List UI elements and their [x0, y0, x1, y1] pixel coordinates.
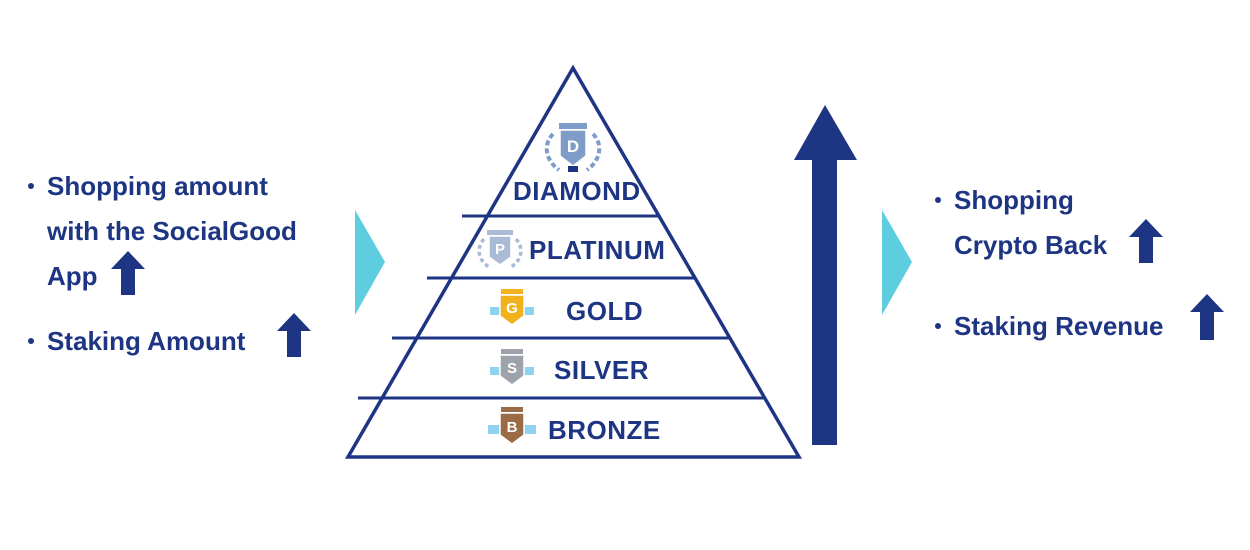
bullet-line: Staking Amount [47, 326, 246, 356]
up-arrow-icon [277, 313, 311, 357]
bullet-text: Staking Amount [47, 319, 245, 364]
up-arrow-icon [111, 251, 145, 295]
pyramid [344, 64, 803, 459]
silver-badge-icon: S [490, 349, 534, 386]
bullet-line: Staking Revenue [954, 311, 1164, 341]
tier-label-silver: SILVER [554, 355, 649, 385]
bullet-dot [935, 323, 941, 329]
gold-badge-icon: G [490, 289, 534, 326]
up-arrow-icon [1190, 294, 1224, 340]
badge-letter: G [506, 300, 518, 317]
tier-label-bronze: BRONZE [548, 415, 661, 445]
bullet-line: Crypto Back [954, 230, 1108, 260]
tier-label-diamond: DIAMOND [513, 176, 641, 206]
bullet-text: Shopping Crypto Back [954, 178, 1107, 268]
badge-letter: P [495, 241, 505, 258]
tier-label-platinum: PLATINUM [529, 235, 666, 265]
badge-letter: S [507, 360, 517, 377]
bullet-dot [28, 338, 34, 344]
tier-label-gold: GOLD [566, 296, 644, 326]
big-up-arrow-icon [794, 105, 857, 445]
platinum-badge-icon: P [477, 230, 523, 269]
bullet-line: Shopping [954, 185, 1074, 215]
bullet-line: Shopping amount [47, 171, 268, 201]
up-arrow-icon [1129, 219, 1163, 263]
bullet-dot [28, 183, 34, 189]
bronze-badge-icon: B [488, 407, 536, 445]
bullet-text: Staking Revenue [954, 304, 1164, 349]
diamond-badge-icon: D [544, 123, 602, 172]
right-chevron-icon [882, 210, 912, 315]
badge-letter: D [567, 137, 579, 156]
bullet-dot [935, 197, 941, 203]
badge-letter: B [507, 419, 518, 436]
pyramid-outline [344, 64, 803, 459]
bullet-text: Shopping amount with the SocialGood App [47, 164, 297, 299]
bullet-line: App [47, 261, 98, 291]
bullet-line: with the SocialGood [47, 216, 297, 246]
left-chevron-icon [355, 210, 385, 315]
